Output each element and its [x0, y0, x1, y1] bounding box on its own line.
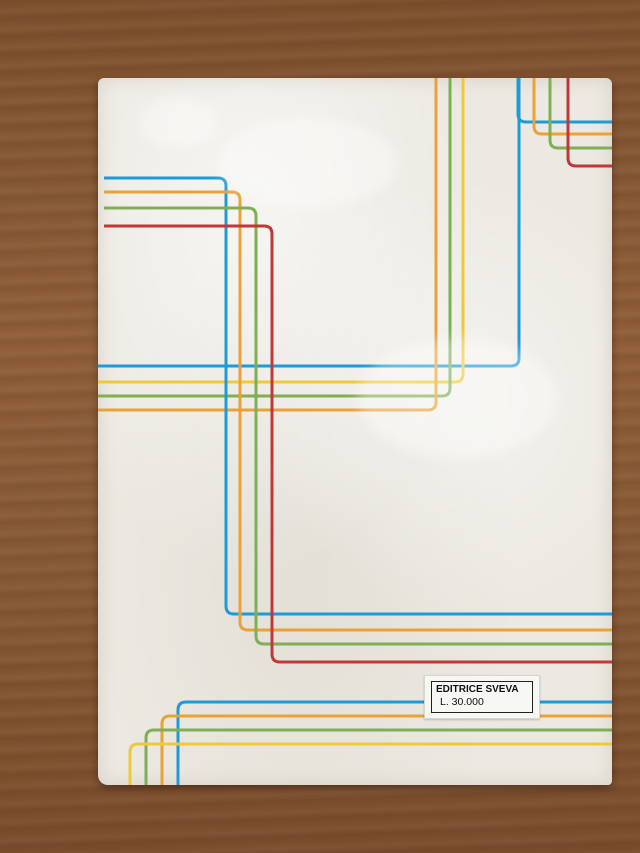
stripe-orange-top: [98, 78, 438, 412]
stripe-green-top: [98, 78, 452, 398]
stripe-orange-bottom: [160, 714, 612, 785]
stripe-blue-bottom: [176, 700, 612, 785]
book-back-cover: EDITRICE SVEVA L. 30.000: [98, 78, 612, 785]
stripe-red-left: [104, 224, 612, 664]
stripe-pattern: [98, 78, 612, 785]
stripe-blue-top: [98, 78, 521, 368]
price-sticker: EDITRICE SVEVA L. 30.000: [424, 675, 540, 719]
stripe-green-left: [104, 206, 612, 646]
stripe-blue-corner: [516, 78, 612, 124]
stripe-red-corner: [566, 78, 612, 168]
stripe-orange-corner: [532, 78, 612, 136]
stripe-green-bottom: [144, 728, 612, 785]
stripe-yellow-bottom: [128, 742, 612, 785]
stripe-yellow-top: [98, 78, 465, 384]
stripe-orange-left: [104, 190, 612, 632]
publisher-label: EDITRICE SVEVA: [436, 684, 519, 695]
stripe-green-corner: [548, 78, 612, 150]
price-label: L. 30.000: [440, 696, 484, 708]
stripe-blue-left: [104, 176, 612, 616]
price-sticker-frame: EDITRICE SVEVA L. 30.000: [431, 681, 533, 713]
